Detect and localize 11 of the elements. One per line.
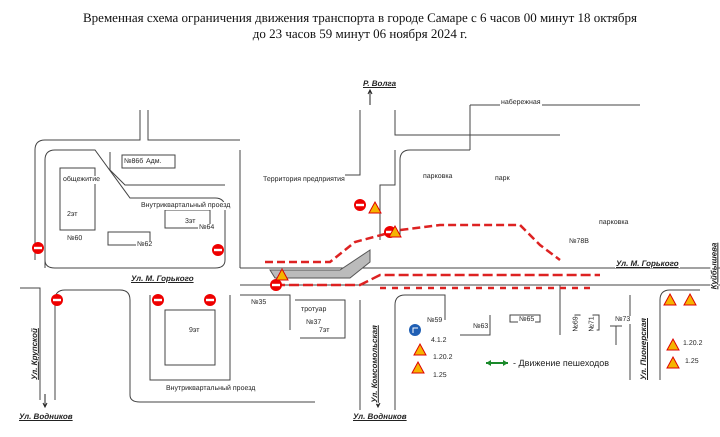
legend-label: - Движение пешеходов bbox=[512, 358, 610, 368]
street-name: Куйбышева bbox=[710, 242, 718, 290]
street-name: Ул. М. Горького bbox=[130, 275, 195, 283]
street-name: Ул. Пионерская bbox=[640, 317, 648, 381]
street-name: Ул. Водников bbox=[18, 413, 74, 421]
street-name: Ул. Крупской bbox=[30, 327, 39, 381]
street-name: Р. Волга bbox=[362, 80, 398, 88]
map-title: Временная схема ограничения движения транспорта в городе Самаре с 6 часов 00 минут 18 октября до 23 часов 59 минут 06 ноября 2024 г. bbox=[82, 10, 638, 42]
street-name: Ул. Комсомольская bbox=[370, 324, 379, 404]
street-name: Ул. Водников bbox=[352, 413, 408, 421]
street-name: Ул. М. Горького bbox=[615, 260, 680, 268]
